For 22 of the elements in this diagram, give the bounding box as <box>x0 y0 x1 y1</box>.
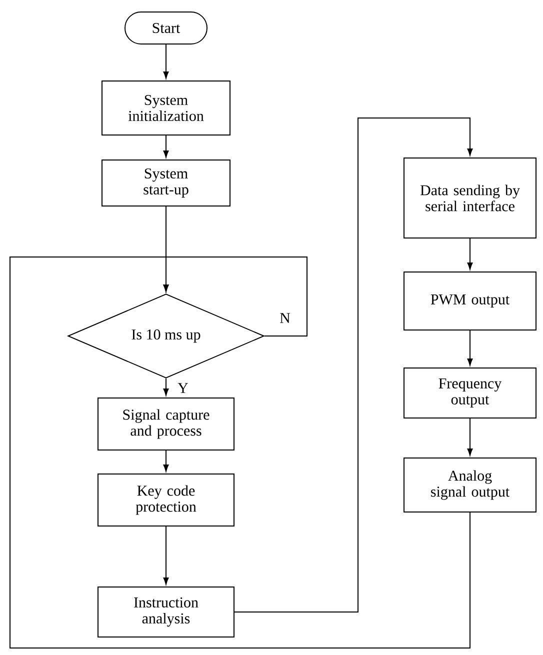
arrow <box>163 450 169 472</box>
process-box: Key code protection <box>98 474 234 526</box>
process-box: Instruction analysis <box>98 586 234 638</box>
arrow <box>234 118 473 612</box>
arrow <box>10 256 470 648</box>
process-box: Signal capture and process <box>98 398 234 450</box>
arrow <box>467 238 473 270</box>
arrow <box>163 526 169 585</box>
arrow <box>467 418 473 456</box>
arrow <box>163 378 169 396</box>
start-terminal: Start <box>124 12 208 44</box>
edge-label: Y <box>176 382 190 394</box>
process-box: System initialization <box>102 80 230 136</box>
process-box: System start-up <box>102 160 230 206</box>
arrow <box>467 330 473 366</box>
process-box: Frequency output <box>404 368 536 418</box>
process-box: PWM output <box>404 272 536 330</box>
process-box: Analog signal output <box>404 458 536 512</box>
process-box: Data sending by serial interface <box>404 158 536 238</box>
arrow <box>163 44 169 79</box>
edge-label: N <box>278 312 292 324</box>
arrow <box>163 135 169 158</box>
